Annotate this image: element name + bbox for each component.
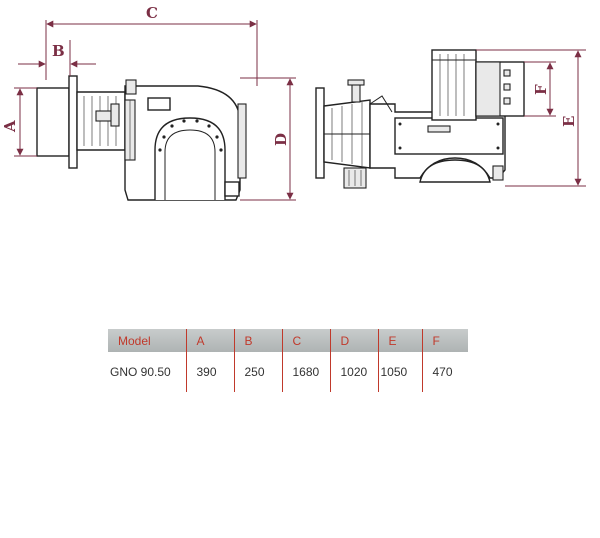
label-c: C	[146, 4, 158, 22]
header-e: E	[378, 329, 423, 352]
burner-dimension-drawing: C B A D	[1, 4, 586, 201]
label-e: E	[560, 116, 578, 127]
header-f: F	[422, 329, 468, 352]
label-b: B	[52, 42, 65, 60]
dimension-e: E	[476, 49, 586, 187]
cell-a: 390	[186, 352, 235, 392]
cell-model: GNO 90.50	[108, 352, 187, 392]
header-a: A	[186, 329, 235, 352]
cell-c: 1680	[282, 352, 331, 392]
label-d: D	[272, 133, 290, 146]
cell-d: 1020	[330, 352, 379, 392]
dimension-a: A	[1, 87, 37, 157]
dimension-f: F	[524, 61, 556, 117]
dimensions-table: Model A B C D E F GNO 90.50 390 250 1680…	[108, 329, 468, 392]
header-b: B	[234, 329, 283, 352]
table-row: GNO 90.50 390 250 1680 1020 1050 470	[108, 352, 468, 392]
cell-f: 470	[432, 365, 453, 379]
dimension-c: C	[45, 4, 258, 86]
header-c: C	[282, 329, 331, 352]
front-view	[315, 49, 525, 189]
header-model: Model	[108, 329, 187, 352]
label-f: F	[532, 84, 550, 95]
label-a: A	[1, 120, 19, 133]
cell-b: 250	[234, 352, 283, 392]
dimension-d: D	[240, 77, 296, 201]
cell-e: 1050	[378, 352, 423, 392]
side-view	[36, 75, 247, 201]
dimension-b: B	[18, 40, 96, 76]
table-header-row: Model A B C D E F	[108, 329, 468, 352]
arch-bolts	[158, 119, 223, 152]
header-d: D	[330, 329, 379, 352]
